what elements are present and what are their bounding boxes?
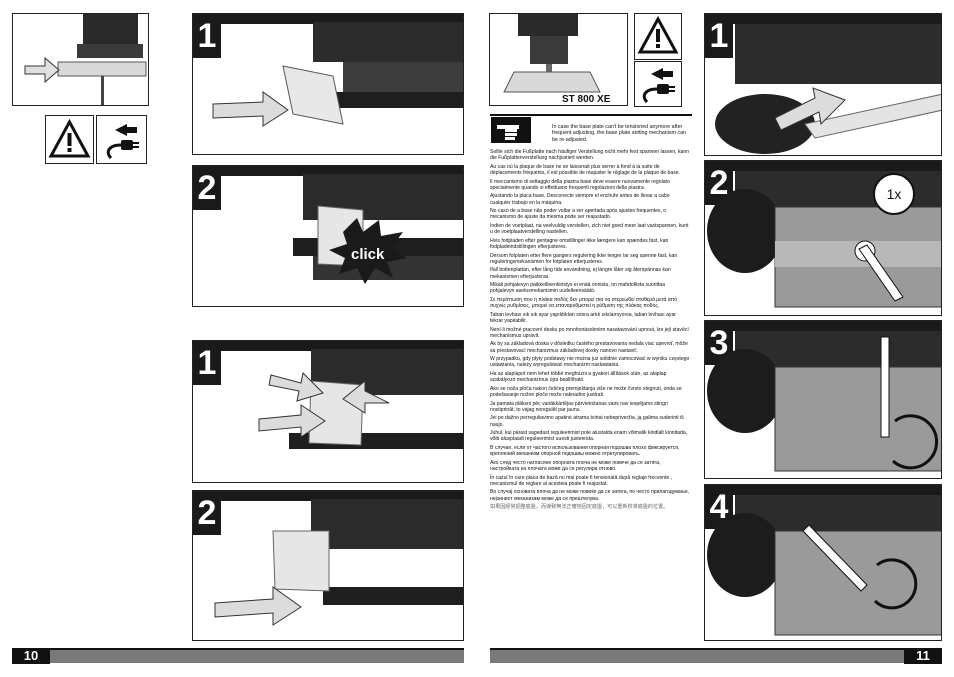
note-it: Il meccanismo di settaggio della piastra… <box>490 178 670 191</box>
note-no: Dersom fotplaten etter flere gangers reg… <box>490 252 678 265</box>
page-number-right: 11 <box>904 648 942 664</box>
step-number: 1 <box>193 14 221 58</box>
note-intro: In case the base plate can't be tensione… <box>552 124 686 143</box>
note-lt: Jei po dažno perreguliavimo apatinė atra… <box>490 415 684 428</box>
footer-line-right <box>490 648 942 650</box>
note-hu: Ha az alaplapot nem lehet többé meghúzni… <box>490 370 667 384</box>
warning-icon <box>634 13 682 60</box>
jigsaw-underside-graphic <box>715 24 941 154</box>
step-number: 2 <box>193 491 221 535</box>
plate-adjust-graphic <box>258 349 463 449</box>
step-frame-left-3: 1 <box>192 340 464 483</box>
note-icon <box>491 117 531 143</box>
note-es: Ajustando la placa base. Desconecte siem… <box>490 193 670 206</box>
jigsaw-front-graphic <box>503 14 601 93</box>
model-label: ST 800 XE <box>562 94 611 105</box>
step-number: 2 <box>705 161 733 205</box>
note-fr: Au cas où la plaque de base ne se laisse… <box>490 163 681 176</box>
step-number: 2 <box>193 166 221 210</box>
note-da: Hvis fodpladen efter gentagne omstilling… <box>490 237 669 250</box>
note-sk: Ak by sa základová doska v dôsledku čast… <box>490 341 688 354</box>
step-frame-right-2: 2 1x <box>704 160 942 316</box>
note-et: Juhul, kui pärast sagedast reguleerimist… <box>490 430 688 443</box>
note-tr: Taban levhası sık sık ayar yapıldıktan s… <box>490 311 677 324</box>
note-de: Sollte sich die Fußplatte nach häufiger … <box>490 149 690 162</box>
note-el: Σε περίπτωση που η πλάκα ποδός δεν μπορε… <box>490 296 678 310</box>
note-fi: Mikäli pohjalevyn paikkeilleenkiristys e… <box>490 282 665 295</box>
unplug-icon <box>96 115 147 164</box>
footer-bar-right <box>490 650 904 663</box>
jigsaw-side-graphic <box>24 14 147 105</box>
note-sv: Ifall bottenplattan, efter lång tids anv… <box>490 267 671 280</box>
footer-line-left <box>12 648 464 650</box>
note-zh: 如果因經常調整底盤，而導致無法正確地固定底盤，可以重新校准底盤的位置。 <box>490 504 669 511</box>
note-lv: Ja pamata plāksni pēc vairākkārtējas pār… <box>490 400 668 413</box>
footer-bar-left <box>50 650 464 663</box>
step-frame-left-4: 2 <box>192 490 464 641</box>
note-hr: Ako se noža ploča nakon češćeg premješta… <box>490 385 682 398</box>
plate-slide-graphic <box>214 499 463 626</box>
note-nl: Indien de voetplaat, na veelvuldig verst… <box>490 222 689 236</box>
base-plate-remove-graphic <box>212 22 463 127</box>
note-divider <box>490 114 692 116</box>
pointing-hand-icon <box>497 125 519 140</box>
turn-label: 1x <box>886 186 902 202</box>
unplug-icon <box>634 61 682 107</box>
step-frame-left-1: 1 <box>192 13 464 155</box>
hex-key-turn-graphic <box>707 331 941 472</box>
warning-icon <box>45 115 94 164</box>
step-frame-right-1: 1 <box>704 13 942 156</box>
note-cs: Není-li možné pracovní desku po mnohonás… <box>490 326 689 339</box>
note-ro: În cazul în care placa de bază nu mai po… <box>490 474 673 487</box>
note-bg: Ако след често нагласяне опорната плоча … <box>490 459 661 472</box>
page-number-left: 10 <box>12 648 50 664</box>
note-ru: В случае, если от частого использования … <box>490 444 680 458</box>
note-pt: No caso de a base não poder voltar a ser… <box>490 208 667 221</box>
step-frame-right-3: 3 <box>704 320 942 479</box>
click-label: click <box>351 246 385 263</box>
rotation-once-icon: 1x <box>873 173 915 215</box>
note-mk: Во случај основата плоча да не може пове… <box>490 489 690 502</box>
step-number: 1 <box>705 14 733 58</box>
click-in-graphic <box>293 174 463 284</box>
note-pl: W przypadku, gdy płyty podstawy nie możn… <box>490 356 690 369</box>
jigsaw-plate-illustration <box>12 13 149 106</box>
hex-key-tighten-graphic <box>707 495 941 636</box>
step-frame-right-4: 4 <box>704 484 942 641</box>
step-frame-left-2: 2 click <box>192 165 464 307</box>
step-number: 1 <box>193 341 221 385</box>
multilingual-notes: Sollte sich die Fußplatte nach häufiger … <box>490 149 690 513</box>
product-image: ST 800 XE <box>489 13 628 106</box>
